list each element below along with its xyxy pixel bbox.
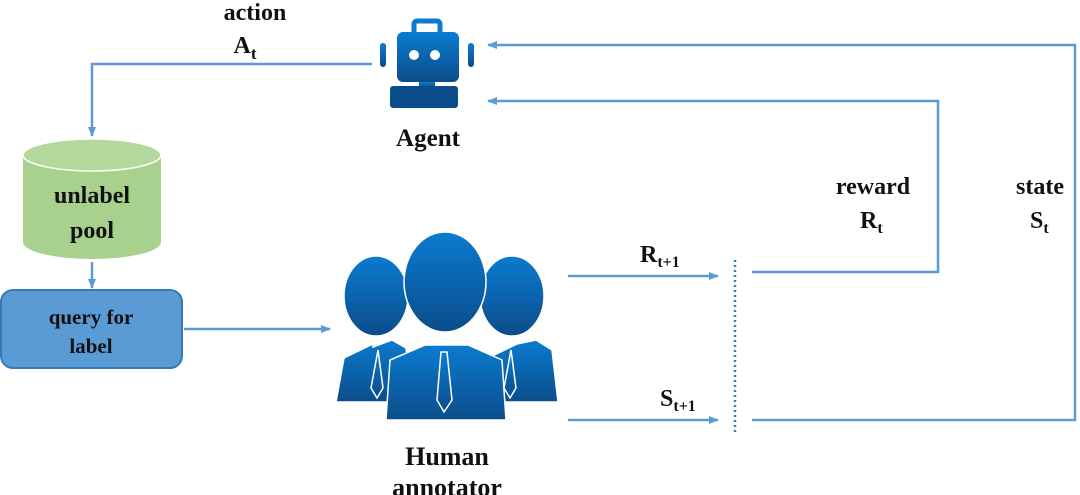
state-symbol: St (1030, 208, 1049, 237)
agent-label: Agent (396, 125, 461, 152)
unlabel-pool-cylinder (22, 138, 162, 259)
s-next-label: St+1 (660, 386, 696, 415)
robot-icon (380, 18, 474, 108)
action-symbol: At (233, 33, 256, 63)
query-for-label-box (0, 289, 183, 369)
reward-label: reward (836, 174, 911, 200)
state-label: state (1016, 174, 1064, 200)
query-label-line2: label (69, 334, 112, 358)
people-icon (335, 231, 559, 421)
query-label-line1: query for (49, 305, 134, 329)
reward-symbol: Rt (860, 208, 883, 237)
pool-label-line1: unlabel (54, 183, 130, 209)
human-label-line2: annotator (392, 473, 502, 495)
state-arrow (487, 41, 1077, 422)
pool-label-line2: pool (70, 218, 114, 244)
r-next-label: Rt+1 (640, 242, 680, 271)
reward-arrow (487, 97, 940, 274)
action-label: action (224, 0, 287, 26)
action-arrow (88, 62, 372, 137)
human-label-line1: Human (405, 442, 489, 471)
